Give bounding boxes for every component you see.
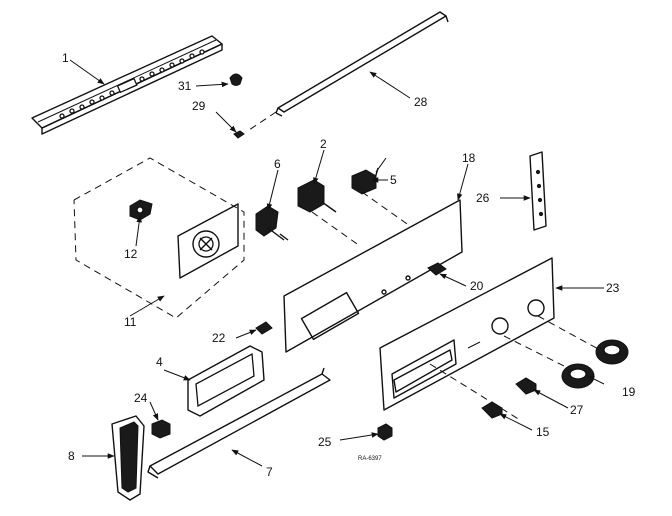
callout-23: 23 bbox=[606, 281, 620, 295]
part-6-switch bbox=[255, 205, 289, 241]
part-23-front-panel bbox=[379, 257, 555, 411]
part-4-window-frame bbox=[187, 345, 265, 417]
part-28-rod bbox=[245, 11, 449, 133]
part-18-control-panel bbox=[283, 199, 463, 353]
part-1-trim-strip bbox=[31, 35, 223, 135]
callout-29: 29 bbox=[192, 99, 206, 113]
callout-19: 19 bbox=[622, 385, 636, 399]
callout-6: 6 bbox=[274, 157, 281, 171]
part-19-knobs bbox=[561, 339, 629, 389]
callout-7: 7 bbox=[266, 465, 273, 479]
callout-11: 11 bbox=[124, 315, 137, 329]
callout-4: 4 bbox=[156, 355, 163, 369]
part-26-bracket bbox=[529, 151, 547, 231]
leader-lines bbox=[69, 59, 605, 467]
part-27-screw bbox=[515, 377, 537, 395]
callout-25: 25 bbox=[318, 435, 332, 449]
callout-22: 22 bbox=[212, 331, 226, 345]
part-15-screw bbox=[481, 401, 503, 419]
callout-31: 31 bbox=[178, 79, 192, 93]
callout-2: 2 bbox=[320, 137, 327, 151]
part-31-clip bbox=[229, 73, 243, 86]
callout-1: 1 bbox=[62, 51, 69, 65]
part-7-bottom-trim bbox=[147, 367, 331, 479]
part-22-clip bbox=[255, 321, 273, 335]
part-12-clock-motor bbox=[129, 199, 153, 221]
callout-5: 5 bbox=[390, 173, 397, 187]
callout-15: 15 bbox=[536, 425, 550, 439]
callout-labels: 1 31 29 28 6 2 5 18 26 12 11 20 23 22 4 … bbox=[62, 51, 636, 479]
callout-28: 28 bbox=[414, 95, 428, 109]
part-8-end-cap bbox=[111, 415, 145, 501]
part-25-fastener bbox=[377, 423, 393, 441]
callout-26: 26 bbox=[476, 191, 490, 205]
part-29-screw bbox=[233, 130, 245, 139]
callout-20: 20 bbox=[470, 279, 484, 293]
part-11-clock-assembly-outline bbox=[73, 157, 245, 319]
callout-24: 24 bbox=[134, 391, 148, 405]
part-5-switch bbox=[351, 167, 379, 195]
part-2-switch bbox=[297, 179, 337, 213]
callout-18: 18 bbox=[462, 151, 476, 165]
part-24-knob bbox=[151, 419, 171, 439]
callout-8: 8 bbox=[68, 449, 75, 463]
callout-12: 12 bbox=[124, 247, 138, 261]
callout-27: 27 bbox=[570, 403, 584, 417]
drawing-code: RA-6397 bbox=[358, 456, 382, 462]
